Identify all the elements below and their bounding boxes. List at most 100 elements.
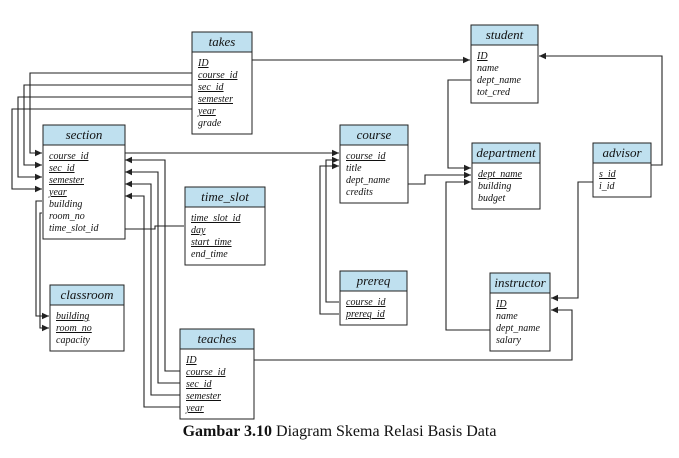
link-teaches-id-to-instructor <box>254 306 573 361</box>
attr-prereq-prereq-id: prereq_id <box>345 309 386 320</box>
teaches-title: teaches <box>198 331 237 346</box>
attr-advisor-i-id: i_id <box>599 181 616 192</box>
attr-section-building: building <box>49 199 82 210</box>
link-teaches-semester-to-section <box>125 180 180 396</box>
link-instructor-dept-to-department <box>445 178 490 331</box>
attr-student-dept-name: dept_name <box>477 75 521 86</box>
relation-time-slot: time_slot time_slot_iddaystart_timeend_ti… <box>184 186 266 266</box>
section-body <box>42 144 126 240</box>
student-title: student <box>486 27 524 42</box>
attr-student-tot-cred: tot_cred <box>477 87 511 98</box>
attr-department-dept-name: dept_name <box>478 169 522 180</box>
attr-takes-course-id: course_id <box>198 70 238 81</box>
attr-time-slot-time-slot-id: time_slot_id <box>191 213 241 224</box>
attr-department-budget: budget <box>478 193 505 204</box>
section-title: section <box>66 127 103 142</box>
attr-student-ID: ID <box>476 51 488 62</box>
attr-student-name: name <box>477 63 499 74</box>
instructor-title: instructor <box>494 275 546 290</box>
link-advisor-iid-to-instructor <box>551 181 593 302</box>
link-takes-year-to-section <box>11 108 192 193</box>
attr-department-building: building <box>478 181 511 192</box>
attr-time-slot-day: day <box>191 225 206 236</box>
attr-instructor-name: name <box>496 311 518 322</box>
attr-section-time-slot-id: time_slot_id <box>49 223 99 234</box>
attr-section-semester: semester <box>49 175 84 186</box>
link-teaches-course-to-section <box>125 156 180 372</box>
link-course-dept-to-department <box>408 171 471 185</box>
attr-teaches-course-id: course_id <box>186 367 226 378</box>
instructor-body <box>489 292 551 352</box>
link-teaches-secid-to-section <box>125 168 180 384</box>
advisor-body <box>592 162 652 198</box>
attr-time-slot-start-time: start_time <box>191 237 232 248</box>
takes-title: takes <box>209 34 236 49</box>
attr-teaches-semester: semester <box>186 391 221 402</box>
time-slot-title: time_slot <box>201 189 249 204</box>
department-body <box>471 162 541 210</box>
attr-section-year: year <box>48 187 67 198</box>
classroom-body <box>49 304 125 352</box>
attr-takes-ID: ID <box>197 58 209 69</box>
link-takes-course-to-section <box>29 72 192 157</box>
figure-caption: Gambar 3.10 Diagram Skema Relasi Basis D… <box>0 423 679 441</box>
link-section-building-to-classroom <box>35 200 49 320</box>
link-advisor-sid-to-student <box>539 52 663 166</box>
time-slot-body <box>184 206 266 266</box>
link-prereq-id-to-course <box>319 162 339 315</box>
relation-boxes: takesIDcourse_idsec_idsemesteryeargrades… <box>42 24 652 420</box>
attr-classroom-building: building <box>56 311 89 322</box>
link-section-roomno-to-classroom <box>39 212 49 332</box>
caption-text: Diagram Skema Relasi Basis Data <box>276 423 497 440</box>
relation-section: section course_idsec_idsemesteryearbuildi… <box>42 124 126 240</box>
attr-time-slot-end-time: end_time <box>191 249 228 260</box>
attr-takes-semester: semester <box>198 94 233 105</box>
attr-teaches-ID: ID <box>185 355 197 366</box>
attr-classroom-capacity: capacity <box>56 335 90 346</box>
teaches-body <box>179 348 255 420</box>
relation-advisor: advisor s_idi_id <box>592 142 652 198</box>
attr-course-course-id: course_id <box>346 151 386 162</box>
attr-section-course-id: course_id <box>49 151 89 162</box>
advisor-title: advisor <box>603 145 643 160</box>
attr-takes-sec-id: sec_id <box>198 82 225 93</box>
attr-section-sec-id: sec_id <box>49 163 76 174</box>
foreign-key-connectors <box>11 52 663 408</box>
department-title: department <box>476 145 536 160</box>
caption-label: Gambar 3.10 <box>182 423 273 440</box>
attr-teaches-sec-id: sec_id <box>186 379 213 390</box>
attr-takes-grade: grade <box>198 118 222 129</box>
attr-instructor-salary: salary <box>496 335 522 346</box>
attr-takes-year: year <box>197 106 216 117</box>
link-student-dept-to-department <box>447 79 471 172</box>
attr-instructor-dept-name: dept_name <box>496 323 540 334</box>
attr-instructor-ID: ID <box>495 299 507 310</box>
link-prereq-course-to-course <box>325 156 339 303</box>
attr-prereq-course-id: course_id <box>346 297 386 308</box>
link-takes-secid-to-section <box>23 84 192 169</box>
takes-body <box>191 51 253 135</box>
attr-classroom-room-no: room_no <box>56 323 92 334</box>
link-section-timeslot-to-timeslot <box>125 225 184 230</box>
link-teaches-year-to-section <box>125 192 180 408</box>
attr-course-credits: credits <box>346 187 373 198</box>
classroom-title: classroom <box>61 287 114 302</box>
link-takes-semester-to-section <box>17 96 192 181</box>
attr-advisor-s-id: s_id <box>599 169 617 180</box>
attr-teaches-year: year <box>185 403 204 414</box>
attr-course-title: title <box>346 163 362 174</box>
prereq-body <box>339 290 408 326</box>
course-title: course <box>357 127 392 142</box>
attr-section-room-no: room_no <box>49 211 85 222</box>
prereq-title: prereq <box>356 273 391 288</box>
attr-course-dept-name: dept_name <box>346 175 390 186</box>
student-body <box>470 44 539 104</box>
